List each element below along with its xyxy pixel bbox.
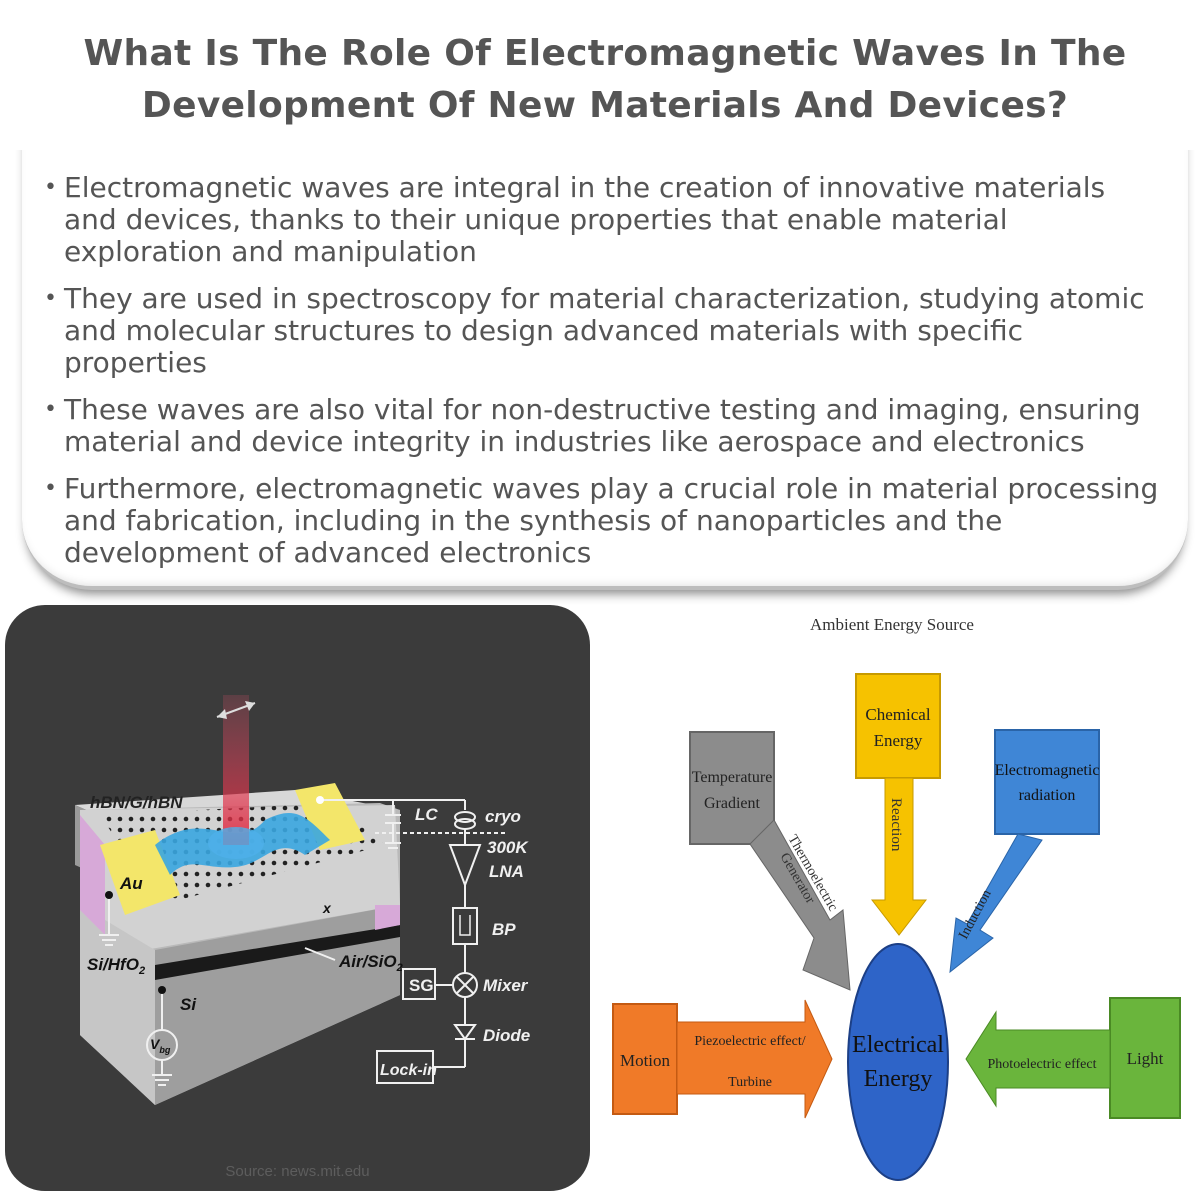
electromagnetic-radiation-box bbox=[994, 729, 1100, 835]
label-mixer: Mixer bbox=[483, 976, 529, 995]
device-schematic-svg: hBN/G/hBN Au Si x Si/HfO2 Air/SiO2 Vbg L… bbox=[75, 695, 530, 1105]
reaction-label: Reaction bbox=[888, 798, 904, 852]
chemical-label-2: Energy bbox=[874, 731, 923, 750]
label-x: x bbox=[322, 900, 332, 916]
label-bp: BP bbox=[492, 920, 516, 939]
photoelectric-arrow bbox=[965, 1010, 1111, 1108]
electromagnetic-label-2: radiation bbox=[1019, 787, 1076, 804]
laser-beam bbox=[223, 695, 249, 845]
device-schematic-image: hBN/G/hBN Au Si x Si/HfO2 Air/SiO2 Vbg L… bbox=[5, 605, 590, 1191]
bullet-text: Electromagnetic waves are integral in th… bbox=[64, 172, 1106, 268]
electrical-energy-node bbox=[847, 943, 949, 1181]
label-si-hfo2: Si/HfO2 bbox=[87, 955, 145, 977]
motion-box bbox=[612, 1003, 678, 1115]
label-vbg: Vbg bbox=[150, 1036, 171, 1055]
center-label-1: Electrical bbox=[852, 1032, 944, 1058]
label-cryo: cryo bbox=[485, 807, 521, 826]
piezoelectric-arrow bbox=[676, 999, 833, 1119]
thermoelectric-arrow bbox=[749, 819, 851, 991]
temperature-gradient-box bbox=[689, 731, 775, 845]
center-label-2: Energy bbox=[864, 1066, 933, 1092]
card-top-mask bbox=[0, 0, 1200, 150]
light-box bbox=[1109, 997, 1181, 1119]
image-source: Source: news.mit.edu bbox=[225, 1163, 370, 1180]
label-stack: hBN/G/hBN bbox=[90, 793, 183, 812]
label-300k: 300K bbox=[487, 838, 529, 857]
label-diode: Diode bbox=[483, 1026, 530, 1045]
bullet-text: Furthermore, electromagnetic waves play … bbox=[64, 472, 1159, 569]
diagram-title: Ambient Energy Source bbox=[810, 615, 974, 634]
bullet-text: They are used in spectroscopy for materi… bbox=[64, 282, 1145, 379]
label-sg: SG bbox=[409, 976, 434, 995]
piezoelectric-label-1: Piezoelectric effect/ bbox=[694, 1034, 805, 1049]
label-lc: LC bbox=[415, 805, 438, 824]
reaction-arrow bbox=[870, 777, 928, 936]
induction-arrow bbox=[949, 833, 1043, 974]
bullet-text: These waves are also vital for non-destr… bbox=[64, 393, 1141, 458]
bullet-dot: • bbox=[44, 175, 57, 200]
chemical-label-1: Chemical bbox=[865, 705, 930, 724]
label-lockin: Lock-in bbox=[380, 1062, 437, 1079]
bullet-dot: • bbox=[44, 397, 57, 422]
electromagnetic-label-1: Electromagnetic bbox=[995, 762, 1100, 779]
bullet-list: • Electromagnetic waves are integral in … bbox=[44, 172, 1164, 590]
chemical-energy-box bbox=[855, 673, 941, 779]
bullet-dot: • bbox=[44, 286, 57, 311]
label-si: Si bbox=[180, 995, 197, 1014]
bullet-dot: • bbox=[44, 476, 57, 501]
bullet-item: • Furthermore, electromagnetic waves pla… bbox=[44, 473, 1164, 569]
bullet-item: • Electromagnetic waves are integral in … bbox=[44, 172, 1164, 268]
piezoelectric-label-2: Turbine bbox=[728, 1075, 772, 1090]
label-lna: LNA bbox=[489, 862, 524, 881]
energy-diagram: Ambient Energy Source Chemical Energy Re… bbox=[612, 615, 1181, 1181]
label-au: Au bbox=[119, 874, 143, 893]
readout-circuit bbox=[99, 799, 505, 1086]
gold-contact-right bbox=[295, 783, 365, 850]
photoelectric-label: Photoelectric effect bbox=[988, 1057, 1097, 1072]
light-label: Light bbox=[1127, 1049, 1164, 1068]
page-title: What Is The Role Of Electromagnetic Wave… bbox=[83, 33, 1127, 126]
temperature-label-2: Gradient bbox=[704, 795, 761, 812]
label-air-sio2: Air/SiO2 bbox=[338, 952, 403, 974]
bullet-item: • They are used in spectroscopy for mate… bbox=[44, 283, 1164, 379]
motion-label: Motion bbox=[620, 1051, 671, 1070]
temperature-label-1: Temperature bbox=[692, 769, 773, 786]
bullet-item: • These waves are also vital for non-des… bbox=[44, 394, 1164, 458]
